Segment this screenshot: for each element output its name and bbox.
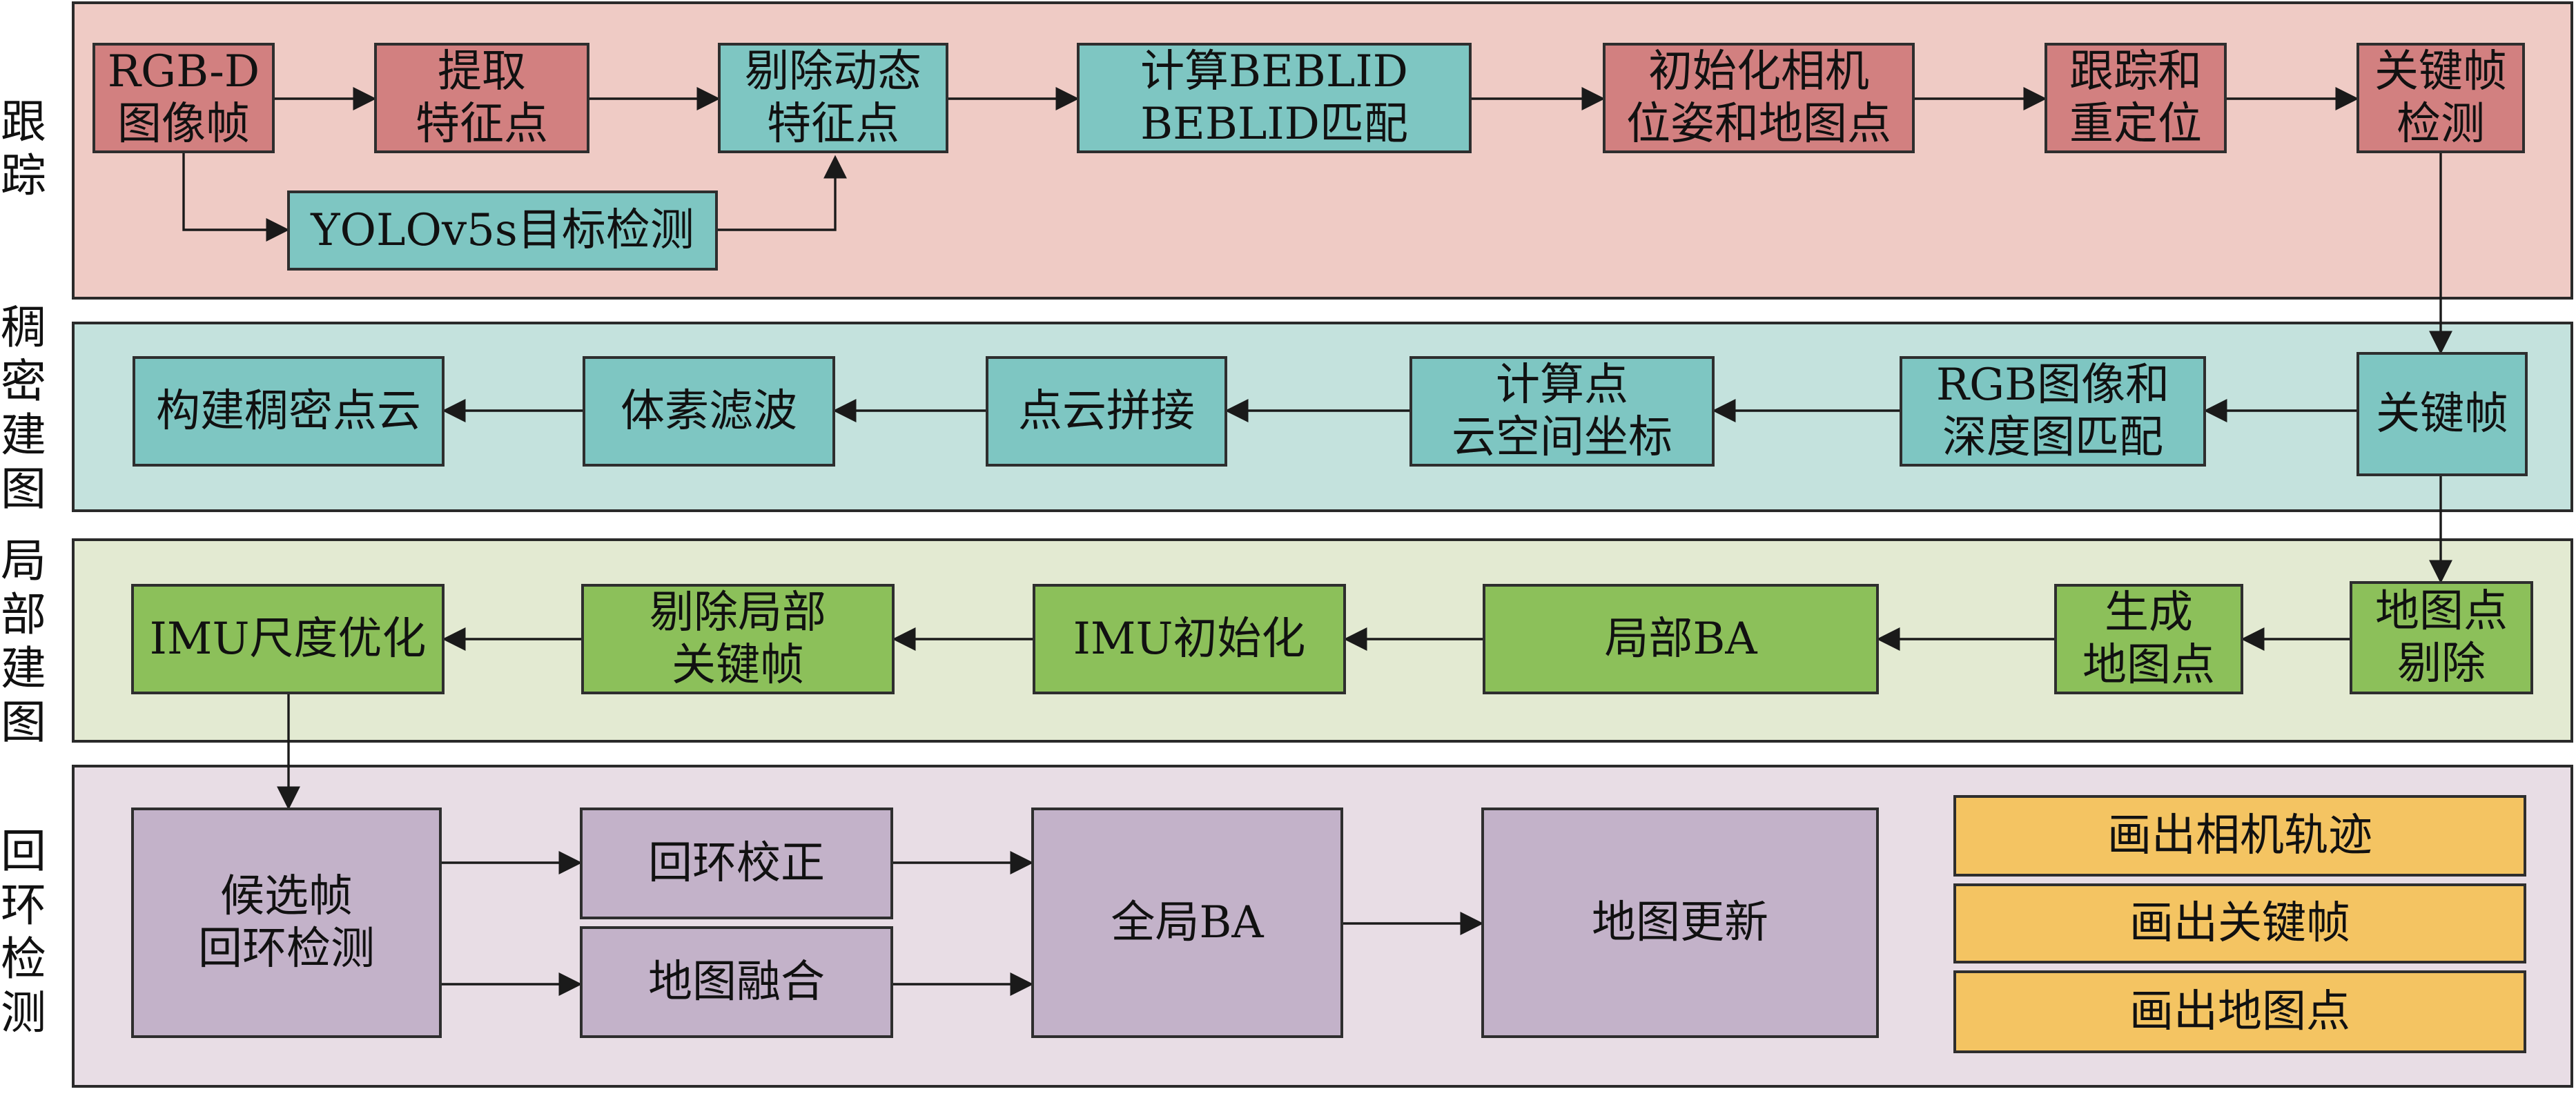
- node-generate-mappoints: 生成 地图点: [2054, 584, 2243, 694]
- node-candidate-loop-detection: 候选帧 回环检测: [131, 808, 442, 1038]
- node-local-ba: 局部BA: [1483, 584, 1879, 694]
- lane-label-loop: 回 环 检 测: [1, 825, 46, 1039]
- node-build-dense-cloud: 构建稠密点云: [133, 356, 445, 467]
- node-compute-point-coords: 计算点 云空间坐标: [1409, 356, 1715, 467]
- node-loop-correction: 回环校正: [580, 808, 893, 919]
- lane-label-dense: 稠 密 建 图: [1, 301, 46, 516]
- node-draw-camera-trajectory: 画出相机轨迹: [1953, 795, 2526, 877]
- node-imu-scale-optimization: IMU尺度优化: [131, 584, 445, 694]
- node-voxel-filter: 体素滤波: [583, 356, 835, 467]
- node-keyframe: 关键帧: [2357, 352, 2528, 476]
- lane-dense-mapping: [72, 322, 2573, 512]
- arrow-yolo-to-remove: [718, 155, 847, 231]
- node-init-pose-mappoints: 初始化相机 位姿和地图点: [1603, 43, 1915, 153]
- lane-label-tracking: 跟 踪: [1, 95, 46, 202]
- node-beblid-matching: 计算BEBLID BEBLID匹配: [1077, 43, 1472, 153]
- arrow-rgbd-to-yolo: [182, 153, 290, 242]
- node-draw-mappoints: 画出地图点: [1953, 970, 2526, 1053]
- node-point-cloud-stitch: 点云拼接: [986, 356, 1227, 467]
- node-mappoint-culling: 地图点 剔除: [2350, 581, 2533, 694]
- node-cull-local-keyframes: 剔除局部 关键帧: [581, 584, 895, 694]
- node-extract-features: 提取 特征点: [374, 43, 589, 153]
- lane-label-local: 局 部 建 图: [1, 534, 46, 749]
- node-draw-keyframes: 画出关键帧: [1953, 883, 2526, 963]
- node-map-merge: 地图融合: [580, 926, 893, 1038]
- node-map-update: 地图更新: [1481, 808, 1879, 1038]
- node-imu-initialization: IMU初始化: [1033, 584, 1346, 694]
- node-yolo-detection: YOLOv5s目标检测: [287, 190, 718, 271]
- node-global-ba: 全局BA: [1031, 808, 1343, 1038]
- node-keyframe-detection: 关键帧 检测: [2357, 43, 2525, 153]
- node-rgbd-frame: RGB-D 图像帧: [92, 43, 275, 153]
- node-rgb-depth-match: RGB图像和 深度图匹配: [1900, 356, 2206, 467]
- node-remove-dynamic-features: 剔除动态 特征点: [718, 43, 948, 153]
- node-track-relocalize: 跟踪和 重定位: [2045, 43, 2227, 153]
